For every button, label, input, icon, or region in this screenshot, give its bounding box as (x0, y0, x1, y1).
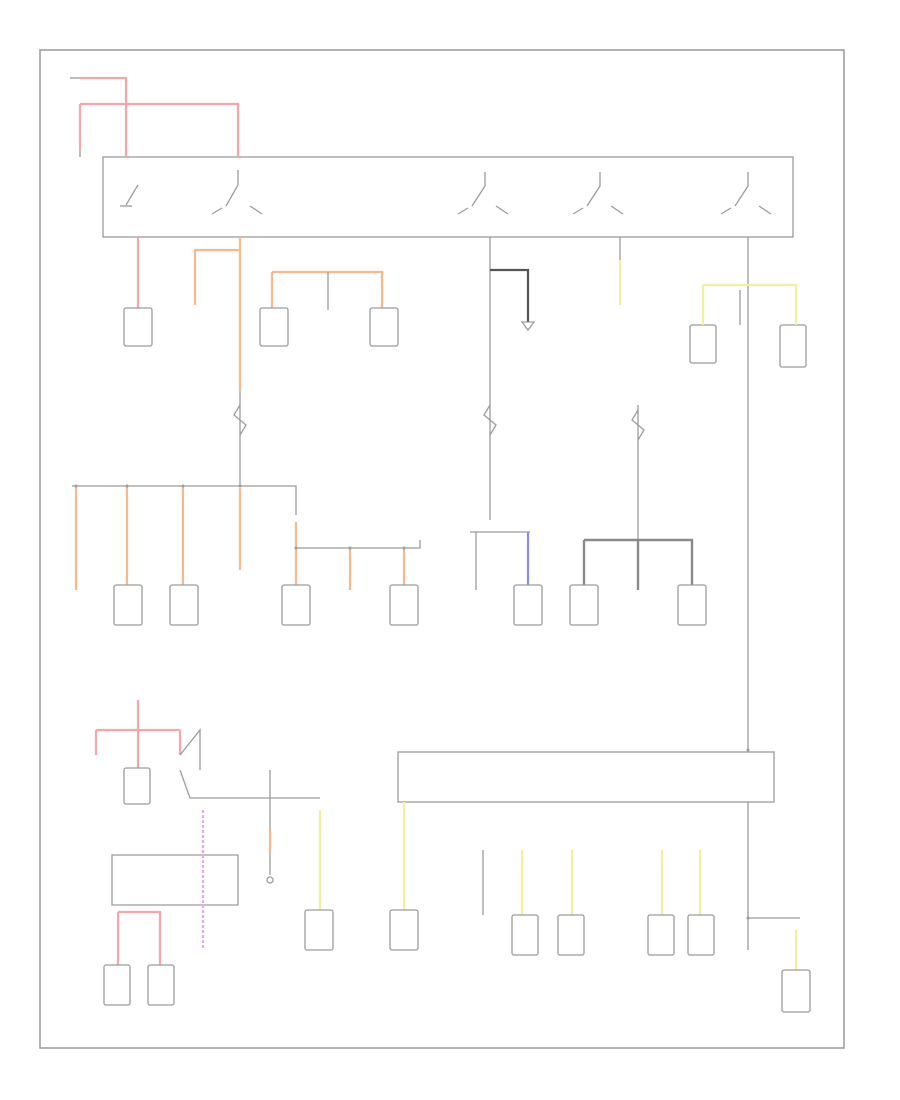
component-block-icon (369, 307, 399, 347)
component-block-icon (123, 307, 153, 347)
component-row-3 (103, 767, 811, 1013)
yellow-wires-lower (318, 802, 798, 975)
fuse-icon (233, 404, 645, 441)
dark-wire (490, 268, 530, 322)
component-row-1 (123, 307, 807, 368)
component-block-icon (779, 324, 807, 368)
accessory-feed-wires (74, 237, 406, 590)
ignition-switch-contacts-icon (120, 170, 772, 215)
center-feed-wires (470, 237, 749, 750)
accessory-branch-lines (72, 272, 421, 549)
component-block-icon (689, 324, 717, 364)
top-fuse-taps (70, 77, 81, 157)
diagram-frame (39, 49, 845, 1049)
ground-icon (520, 321, 536, 332)
yellow-wires-top (618, 260, 798, 325)
connector-node-icon (74, 484, 750, 920)
ground-lower (266, 876, 274, 884)
gray-bus-wire (582, 538, 694, 590)
ignition-switch (102, 156, 794, 238)
battery-feed-wires (78, 76, 240, 320)
lower-red-wires (94, 700, 182, 965)
component-block-icon (259, 307, 289, 347)
fuse-block-lower (397, 751, 775, 803)
component-row-2 (113, 584, 707, 626)
